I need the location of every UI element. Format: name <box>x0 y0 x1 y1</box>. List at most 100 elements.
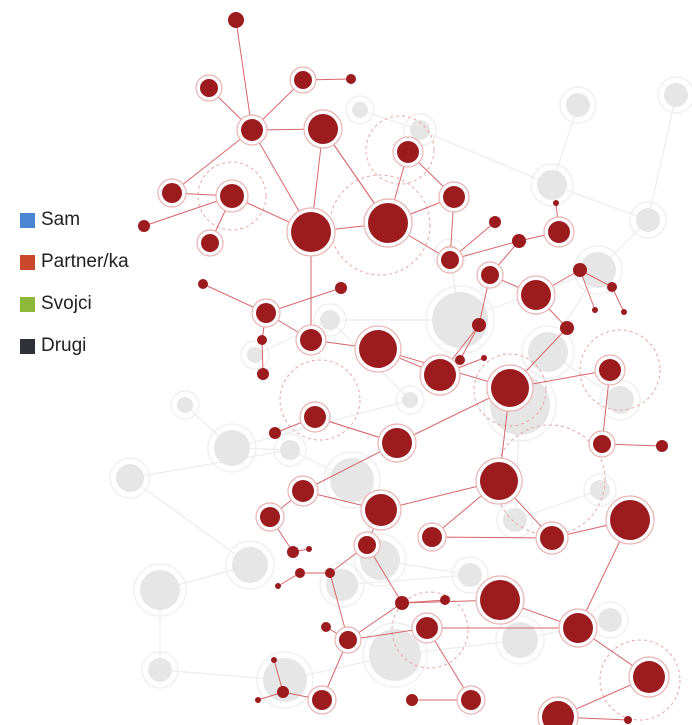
network-node <box>607 282 617 292</box>
bg-node <box>369 629 421 681</box>
network-node <box>512 234 526 248</box>
bg-node-ring <box>240 340 270 370</box>
legend-label-sam: Sam <box>41 209 81 230</box>
network-node <box>443 186 465 208</box>
network-node <box>291 212 331 252</box>
network-node <box>599 359 621 381</box>
bg-node <box>214 430 250 466</box>
network-node <box>359 330 397 368</box>
network-node <box>198 279 208 289</box>
bg-node-ring <box>559 86 597 124</box>
bg-node <box>320 310 340 330</box>
bg-node <box>148 658 172 682</box>
network-node <box>287 546 299 558</box>
network-node <box>548 221 570 243</box>
network-node <box>573 263 587 277</box>
bg-node-ring <box>362 622 428 688</box>
legend-swatch-svojci <box>20 296 35 312</box>
network-node <box>424 359 456 391</box>
network-nodes <box>138 12 670 725</box>
bg-node-ring <box>425 285 495 355</box>
bg-node <box>352 102 368 118</box>
dashed-ring <box>579 329 661 411</box>
network-node <box>542 701 574 725</box>
bg-node-ring <box>225 540 275 590</box>
network-node <box>397 141 419 163</box>
network-node <box>220 184 244 208</box>
network-node <box>480 580 520 620</box>
bg-node <box>402 392 418 408</box>
bg-node-ring <box>109 457 151 499</box>
bg-node <box>636 208 660 232</box>
network-node <box>294 71 312 89</box>
network-node <box>441 251 459 269</box>
network-node <box>592 307 598 313</box>
dashed-ring <box>365 115 435 185</box>
bg-node-ring <box>521 325 575 379</box>
bg-node <box>590 480 610 500</box>
network-node <box>610 500 650 540</box>
network-node <box>560 321 574 335</box>
network-node <box>422 527 442 547</box>
bg-edge <box>419 129 553 186</box>
bg-node-ring <box>141 651 179 689</box>
network-node <box>275 583 281 589</box>
bg-node-ring <box>313 303 347 337</box>
bg-node-ring <box>353 533 407 587</box>
network-edge <box>171 129 253 194</box>
network-node <box>521 280 551 310</box>
network-edge <box>431 536 553 539</box>
bg-edge <box>647 94 677 221</box>
bg-node <box>232 547 268 583</box>
network-node <box>633 661 665 693</box>
network-node <box>312 690 332 710</box>
bg-node-ring <box>170 390 200 420</box>
bg-node <box>140 570 180 610</box>
network-node <box>406 694 418 706</box>
network-node <box>321 622 331 632</box>
bg-node-ring <box>319 562 365 608</box>
bg-edge <box>551 184 649 221</box>
legend-label-drugi: Drugi <box>41 335 87 356</box>
network-node <box>455 355 465 365</box>
bg-node-ring <box>657 76 692 114</box>
bg-node <box>503 508 527 532</box>
network-node <box>304 406 326 428</box>
network-node <box>395 596 409 610</box>
network-node <box>201 234 219 252</box>
bg-edge <box>359 109 421 131</box>
network-node <box>416 617 438 639</box>
bg-node <box>502 622 538 658</box>
legend-label-svojci: Svojci <box>41 293 92 314</box>
bg-node-ring <box>395 385 425 415</box>
bg-node-ring <box>133 563 187 617</box>
network-node <box>481 266 499 284</box>
bg-node-ring <box>495 615 545 665</box>
network-node <box>489 216 501 228</box>
bg-node <box>580 252 616 288</box>
bg-node <box>330 458 374 502</box>
network-node <box>656 440 668 452</box>
network-node <box>228 12 244 28</box>
network-node <box>440 595 450 605</box>
bg-node-ring <box>451 556 489 594</box>
bg-node <box>326 569 358 601</box>
legend-item-svojci: Svojci <box>20 294 129 314</box>
bg-node-ring <box>583 473 617 507</box>
network-node <box>540 526 564 550</box>
bg-node <box>410 120 430 140</box>
network-node <box>255 697 261 703</box>
legend-item-partner: Partner/ka <box>20 252 129 272</box>
bg-node <box>528 332 568 372</box>
network-node <box>624 716 632 724</box>
network-node <box>368 203 408 243</box>
bg-node-ring <box>256 651 314 709</box>
bg-node-ring <box>273 433 307 467</box>
network-node <box>563 613 593 643</box>
network-node <box>306 546 312 552</box>
bg-node-ring <box>345 95 375 125</box>
dashed-ring <box>599 639 681 721</box>
bg-edge <box>341 574 471 586</box>
network-node <box>308 114 338 144</box>
